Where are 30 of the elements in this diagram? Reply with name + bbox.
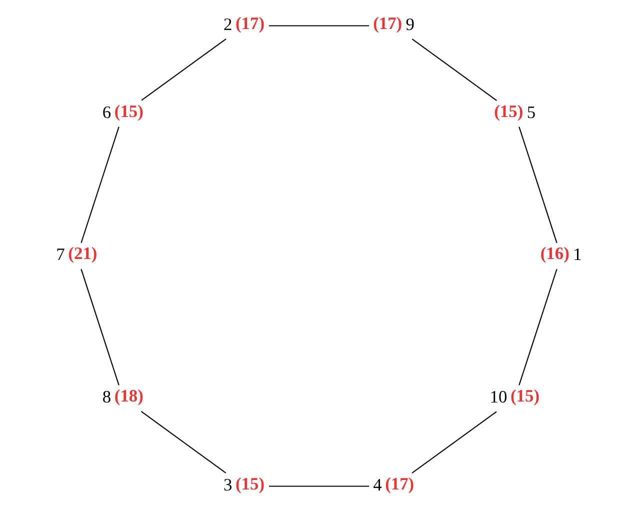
connector (412, 38, 498, 101)
connector (268, 25, 370, 26)
node-text: 10 (490, 386, 508, 406)
node-text: 2 (223, 14, 232, 34)
connector (268, 486, 370, 487)
node-label: (15) (235, 473, 265, 494)
node-label: (17) (235, 12, 265, 33)
node-label: (15) (114, 100, 144, 121)
connector (518, 126, 558, 244)
node-label: (17) (373, 12, 402, 33)
node-label: (15) (510, 385, 540, 406)
connector (140, 411, 226, 474)
node-label: (15) (494, 100, 524, 121)
node-label: (16) (540, 243, 570, 264)
node-text: 6 (102, 102, 112, 122)
connector (80, 268, 120, 386)
node-text: 4 (373, 474, 382, 494)
node-text: 1 (573, 244, 582, 264)
connector (80, 126, 120, 244)
connector (141, 38, 226, 101)
node-text: 7 (56, 244, 65, 264)
connector (412, 411, 497, 474)
node-text: 5 (526, 102, 536, 122)
node-label: (18) (114, 385, 144, 406)
node-label: (21) (68, 243, 98, 264)
node-text: 9 (406, 14, 415, 34)
node-text: 3 (223, 474, 232, 494)
node-label: (17) (385, 473, 414, 494)
node-text: 8 (102, 386, 112, 406)
connector (518, 268, 558, 386)
